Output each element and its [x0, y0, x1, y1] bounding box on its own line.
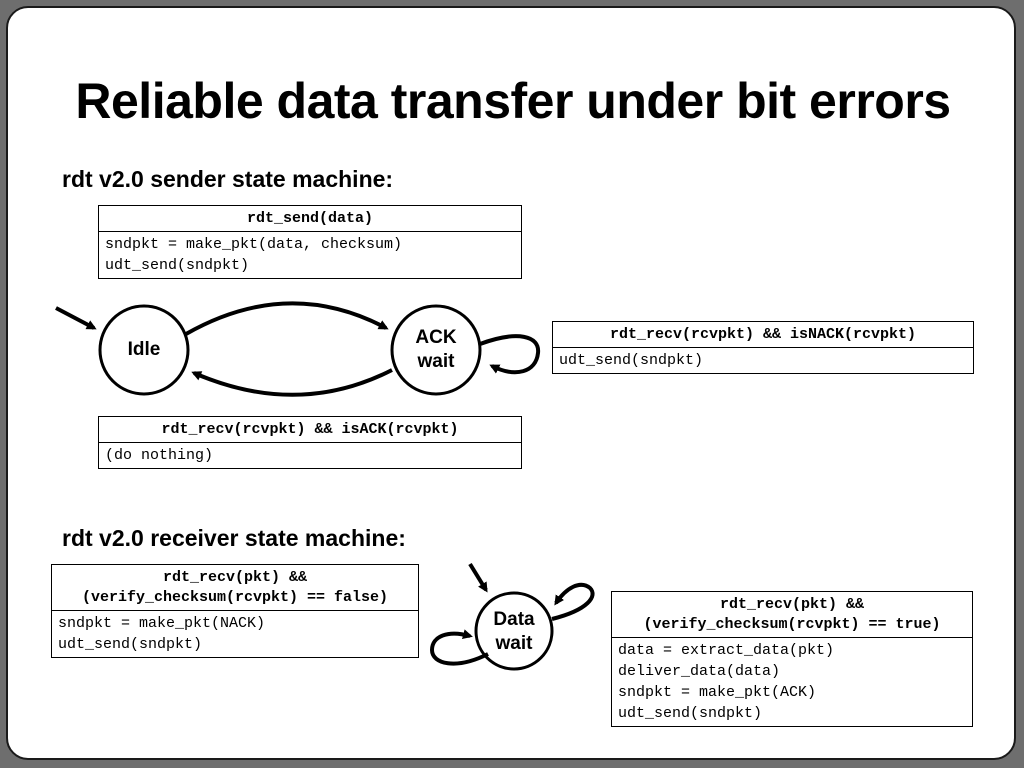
arrow-ackwait-selfloop — [479, 334, 541, 375]
state-data-wait — [474, 591, 554, 671]
action-line: data = extract_data(pkt) — [618, 642, 835, 659]
state-ack-wait-label-line-2: wait — [417, 351, 455, 372]
action-line: (do nothing) — [105, 447, 214, 464]
state-ack-wait — [390, 304, 482, 396]
condition-line: rdt_recv(pkt) && — [719, 596, 865, 613]
state-idle — [98, 304, 190, 396]
transition-box-send: rdt_send(data) sndpkt = make_pkt(data, c… — [98, 205, 522, 279]
transition-condition: rdt_recv(rcvpkt) && isACK(rcvpkt) — [99, 417, 521, 443]
condition-line: rdt_recv(pkt) && — [162, 569, 308, 586]
condition-line: (verify_checksum(rcvpkt) == true) — [643, 616, 941, 633]
transition-condition: rdt_recv(rcvpkt) && isNACK(rcvpkt) — [553, 322, 973, 348]
action-line: sndpkt = make_pkt(ACK) — [618, 684, 817, 701]
condition-line: rdt_send(data) — [246, 210, 374, 227]
arrow-datawait-selfloop-right — [551, 582, 595, 621]
state-idle-label: Idle — [127, 339, 161, 360]
transition-condition: rdt_send(data) — [99, 206, 521, 232]
initial-arrow-receiver — [468, 562, 488, 593]
state-diagram — [55, 301, 595, 671]
arrow-idle-to-ackwait — [185, 301, 389, 336]
transition-actions: sndpkt = make_pkt(data, checksum) udt_se… — [99, 232, 521, 278]
action-line: sndpkt = make_pkt(data, checksum) — [105, 236, 403, 253]
condition-line: rdt_recv(rcvpkt) && isNACK(rcvpkt) — [609, 326, 917, 343]
action-line: udt_send(sndpkt) — [559, 352, 704, 369]
transition-actions: udt_send(sndpkt) — [553, 348, 973, 373]
state-ack-wait-label-line-1: ACK — [415, 327, 457, 348]
transition-condition: rdt_recv(pkt) && (verify_checksum(rcvpkt… — [52, 565, 418, 611]
slide-title: Reliable data transfer under bit errors — [75, 73, 951, 129]
state-data-wait-label-line-2: wait — [495, 633, 533, 654]
slide: Reliable data transfer under bit errors … — [6, 6, 1016, 760]
action-line: udt_send(sndpkt) — [58, 636, 203, 653]
arrow-ackwait-to-idle — [191, 368, 393, 397]
transition-actions: sndpkt = make_pkt(NACK) udt_send(sndpkt) — [52, 611, 418, 657]
sender-heading: rdt v2.0 sender state machine: — [62, 166, 394, 192]
action-line: udt_send(sndpkt) — [618, 705, 763, 722]
state-data-wait-label: Data wait — [474, 608, 554, 656]
receiver-heading: rdt v2.0 receiver state machine: — [62, 525, 406, 551]
transition-box-ok: rdt_recv(pkt) && (verify_checksum(rcvpkt… — [611, 591, 973, 727]
transition-box-ack: rdt_recv(rcvpkt) && isACK(rcvpkt) (do no… — [98, 416, 522, 469]
state-data-wait-label-line-1: Data — [493, 609, 535, 630]
action-line: udt_send(sndpkt) — [105, 257, 250, 274]
action-line: sndpkt = make_pkt(NACK) — [58, 615, 266, 632]
transition-box-nack: rdt_recv(rcvpkt) && isNACK(rcvpkt) udt_s… — [552, 321, 974, 374]
condition-line: rdt_recv(rcvpkt) && isACK(rcvpkt) — [161, 421, 459, 438]
transition-actions: (do nothing) — [99, 443, 521, 468]
condition-line: (verify_checksum(rcvpkt) == false) — [81, 589, 389, 606]
arrow-datawait-selfloop-left — [429, 629, 489, 666]
initial-arrow-sender — [55, 306, 97, 330]
transition-actions: data = extract_data(pkt) deliver_data(da… — [612, 638, 972, 726]
action-line: deliver_data(data) — [618, 663, 781, 680]
transition-condition: rdt_recv(pkt) && (verify_checksum(rcvpkt… — [612, 592, 972, 638]
transition-box-corrupt: rdt_recv(pkt) && (verify_checksum(rcvpkt… — [51, 564, 419, 658]
state-ack-wait-label: ACK wait — [396, 326, 476, 374]
